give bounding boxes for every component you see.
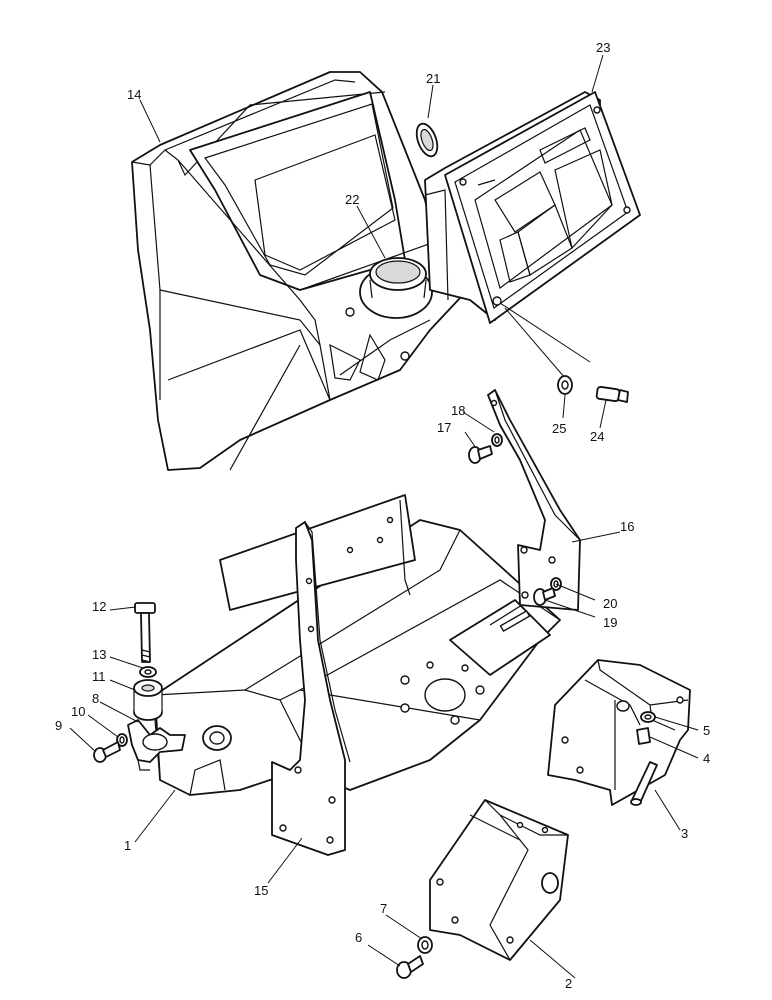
callout-19: 19 [603,615,617,630]
callout-6: 6 [355,930,362,945]
callout-7: 7 [380,901,387,916]
stud-4 [636,727,651,745]
callout-21: 21 [426,71,440,86]
callout-4: 4 [703,751,710,766]
nut-5 [640,711,656,723]
callout-15: 15 [254,883,268,898]
callout-9: 9 [55,718,62,733]
instrument-panel [424,91,641,379]
side-bracket-upper [547,659,691,806]
callout-18: 18 [451,403,465,418]
bolt-6 [396,955,424,979]
support-frame [154,494,561,796]
callout-11: 11 [92,669,106,684]
right-upright-bracket [487,389,581,611]
bolt-12 [134,602,156,663]
callout-25: 25 [552,421,566,436]
left-upright-bracket [271,521,351,856]
callout-13: 13 [92,647,106,662]
clamp-8 [127,719,186,771]
callout-14: 14 [127,87,141,102]
callout-3: 3 [681,826,688,841]
dashboard-cowl [131,71,461,471]
lower-bracket [429,799,569,961]
washer-13 [139,666,157,678]
bolt-9 [93,741,121,763]
callout-2: 2 [565,976,572,991]
callout-10: 10 [71,704,85,719]
callout-12: 12 [92,599,106,614]
callout-22: 22 [345,192,359,207]
callout-1: 1 [124,838,131,853]
callout-16: 16 [620,519,634,534]
grommet [415,122,439,158]
bolt-17 [468,445,493,464]
washer-7 [417,936,433,954]
nut-25 [557,375,573,395]
washer-10 [116,733,128,747]
callout-23: 23 [596,40,610,55]
callout-24: 24 [590,429,604,444]
washer-18 [491,433,503,447]
leader-lines [69,54,699,979]
bush-11 [133,679,163,721]
callout-17: 17 [437,420,451,435]
bolt-3 [630,761,658,806]
callout-labels: 14 21 22 23 25 24 18 17 16 20 19 12 13 1… [55,40,710,991]
bolt-19 [533,587,556,606]
screw-24 [595,386,629,403]
callout-8: 8 [92,691,99,706]
callout-20: 20 [603,596,617,611]
gauge-bezel-ring [359,257,433,319]
callout-5: 5 [703,723,710,738]
